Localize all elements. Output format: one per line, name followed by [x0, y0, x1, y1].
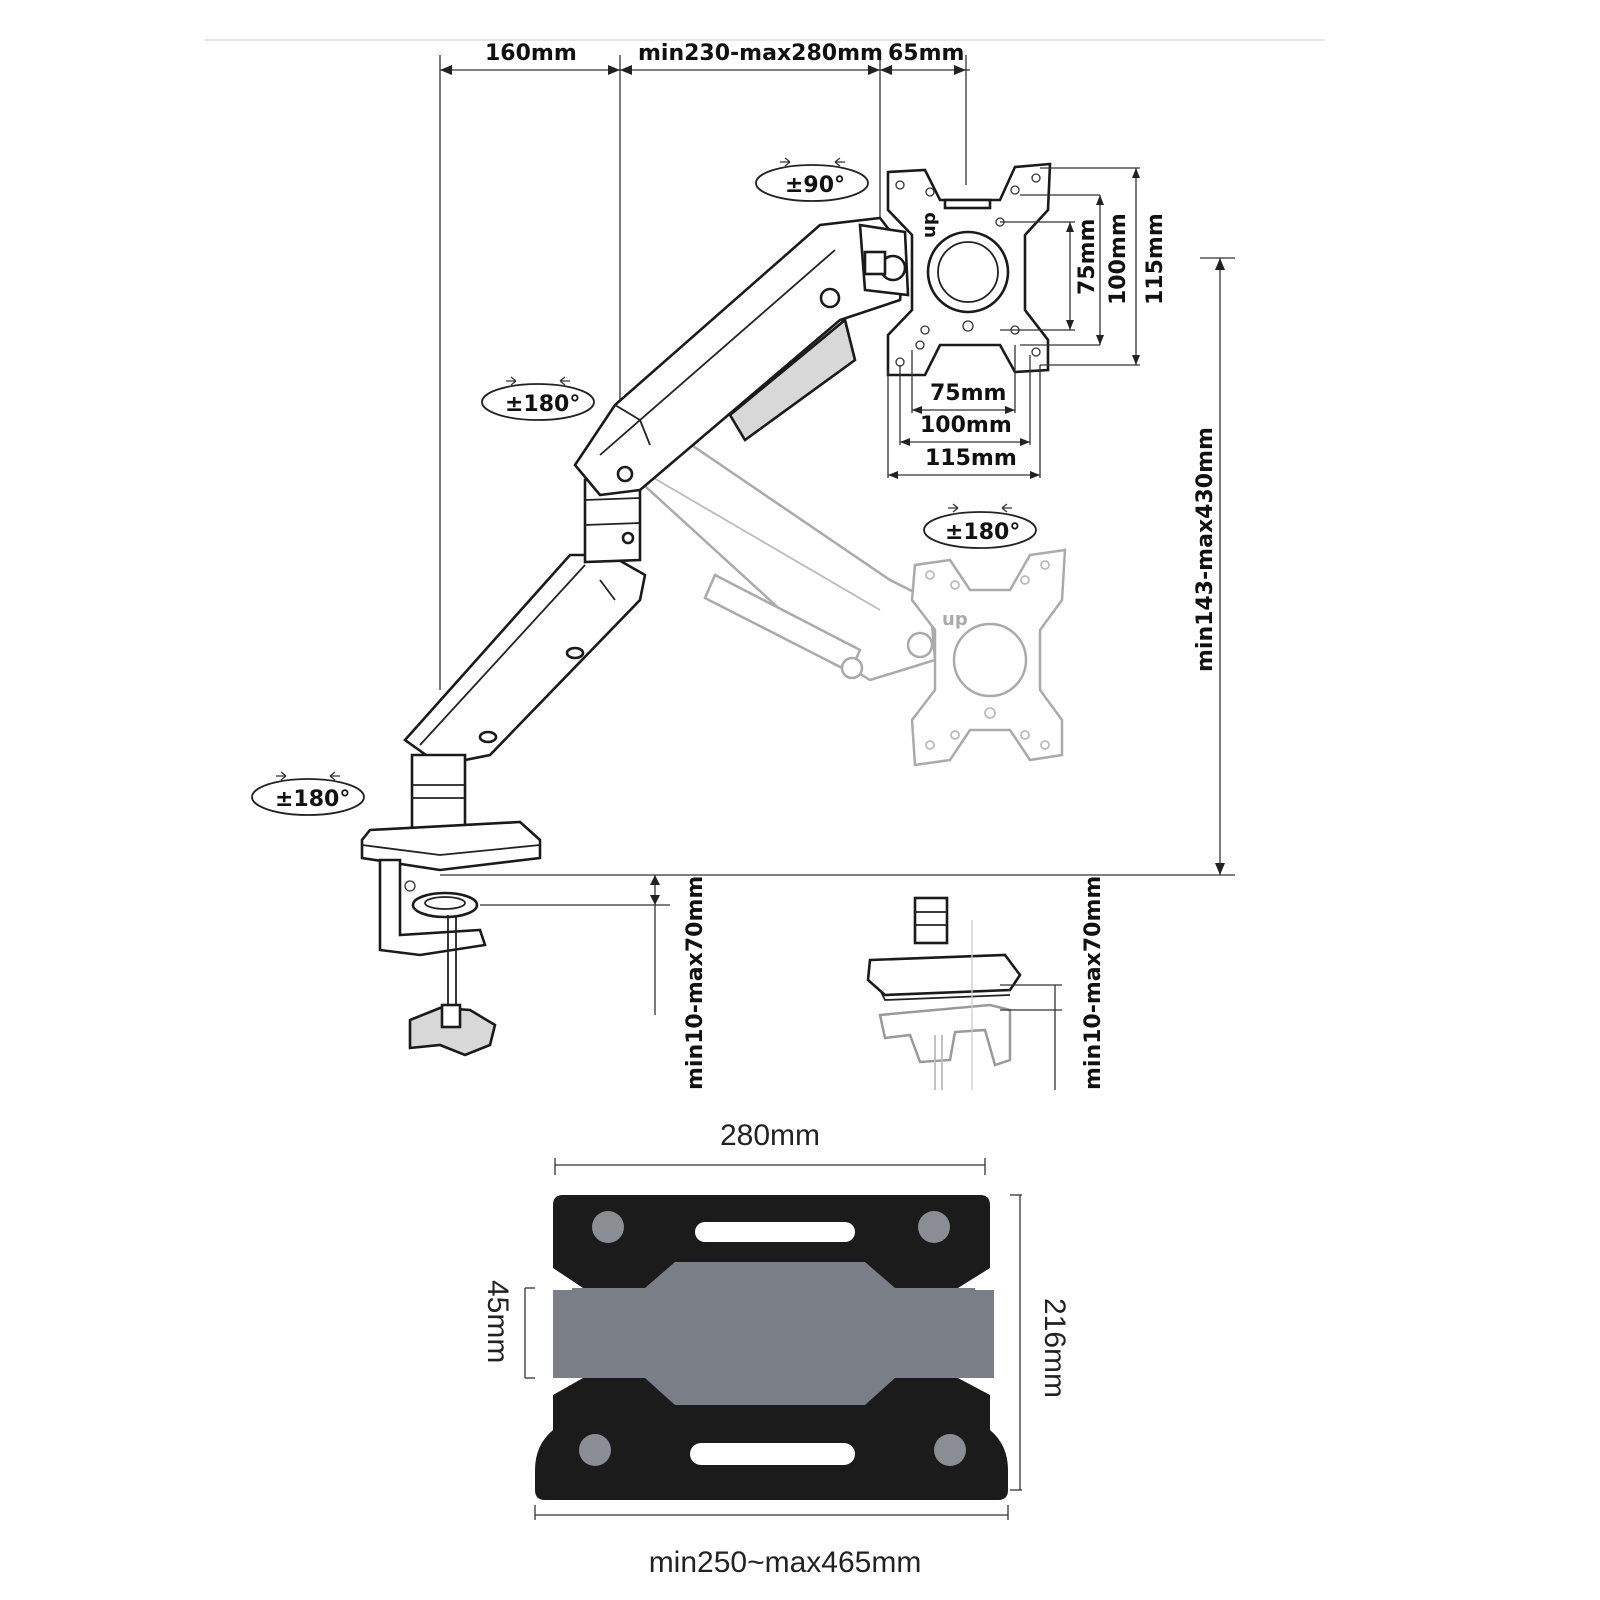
- grommet-mount: min10-max70mm: [866, 876, 1106, 1090]
- rotation-base: ±180°: [275, 787, 350, 812]
- clamp-body: [378, 858, 497, 1057]
- rotation-badge-base: ±180°: [251, 771, 365, 816]
- tilt-head: [858, 223, 910, 297]
- tray-span-label: min250~max465mm: [649, 1546, 922, 1579]
- tray-bottom-slot: [690, 1443, 855, 1465]
- tray-pad-bottom-right: [934, 1434, 966, 1466]
- dim-grommet-thickness: min10-max70mm: [1081, 876, 1106, 1090]
- upper-arm: [573, 216, 907, 497]
- dim-vesa-h-75: 75mm: [930, 381, 1006, 406]
- dim-vesa-v-100: 100mm: [1106, 213, 1131, 305]
- dim-vesa-h-100: 100mm: [920, 413, 1012, 438]
- dim-vesa-h-115: 115mm: [925, 446, 1017, 471]
- dim-160mm: 160mm: [485, 41, 577, 66]
- tray-pad-top-right: [918, 1211, 950, 1243]
- dim-65mm: 65mm: [888, 41, 964, 66]
- clamp-top: [360, 820, 542, 872]
- ghost-arm: [598, 408, 937, 682]
- rotation-head-tilt: ±90°: [785, 173, 845, 198]
- vesa-horizontal-dims: 75mm 100mm 115mm: [887, 345, 1041, 479]
- base-pole: [410, 753, 467, 832]
- dim-height-range: min143-max430mm: [1193, 427, 1218, 672]
- lower-arm: [403, 553, 647, 767]
- dim-vesa-v-115: 115mm: [1143, 213, 1168, 305]
- tray-side-clip-right: [975, 1290, 994, 1378]
- tray-depth-label: 216mm: [1038, 1298, 1071, 1398]
- vesa-plate: up: [886, 162, 1052, 377]
- tray-clip-label: 45mm: [481, 1280, 514, 1363]
- ghost-up-label: up: [942, 609, 968, 630]
- tray-pad-bottom-left: [579, 1434, 611, 1466]
- tray-side-clip-left: [553, 1290, 572, 1378]
- dim-vesa-v-75: 75mm: [1075, 219, 1100, 295]
- tray-width-label: 280mm: [720, 1119, 820, 1152]
- laptop-tray: 280mm 216mm 45mm min250~max465mm: [481, 1119, 1071, 1579]
- dim-arm-reach: min230-max280mm: [638, 41, 883, 66]
- elbow-joint: [583, 476, 642, 564]
- rotation-badge-arm-joint: ±180°: [481, 376, 595, 421]
- ghost-vesa-plate: up: [910, 548, 1067, 767]
- top-dimension-group: 160mm min230-max280mm 65mm: [439, 41, 970, 690]
- rotation-badge-head-swivel: ±180°: [923, 503, 1037, 549]
- rotation-arm-joint: ±180°: [505, 392, 580, 417]
- rotation-head-swivel: ±180°: [945, 520, 1020, 545]
- dim-clamp-thickness: min10-max70mm: [683, 876, 708, 1090]
- up-label: up: [919, 212, 940, 238]
- clamp-thickness-dim: min10-max70mm: [480, 875, 708, 1090]
- tray-top-slot: [695, 1222, 855, 1242]
- vesa-vertical-dims: 75mm 100mm 115mm: [1000, 167, 1168, 366]
- tray-pad-top-left: [592, 1211, 624, 1243]
- height-dim: min143-max430mm: [440, 257, 1235, 876]
- tray-center-panel: [572, 1262, 975, 1405]
- rotation-badge-head-tilt: ±90°: [755, 157, 869, 202]
